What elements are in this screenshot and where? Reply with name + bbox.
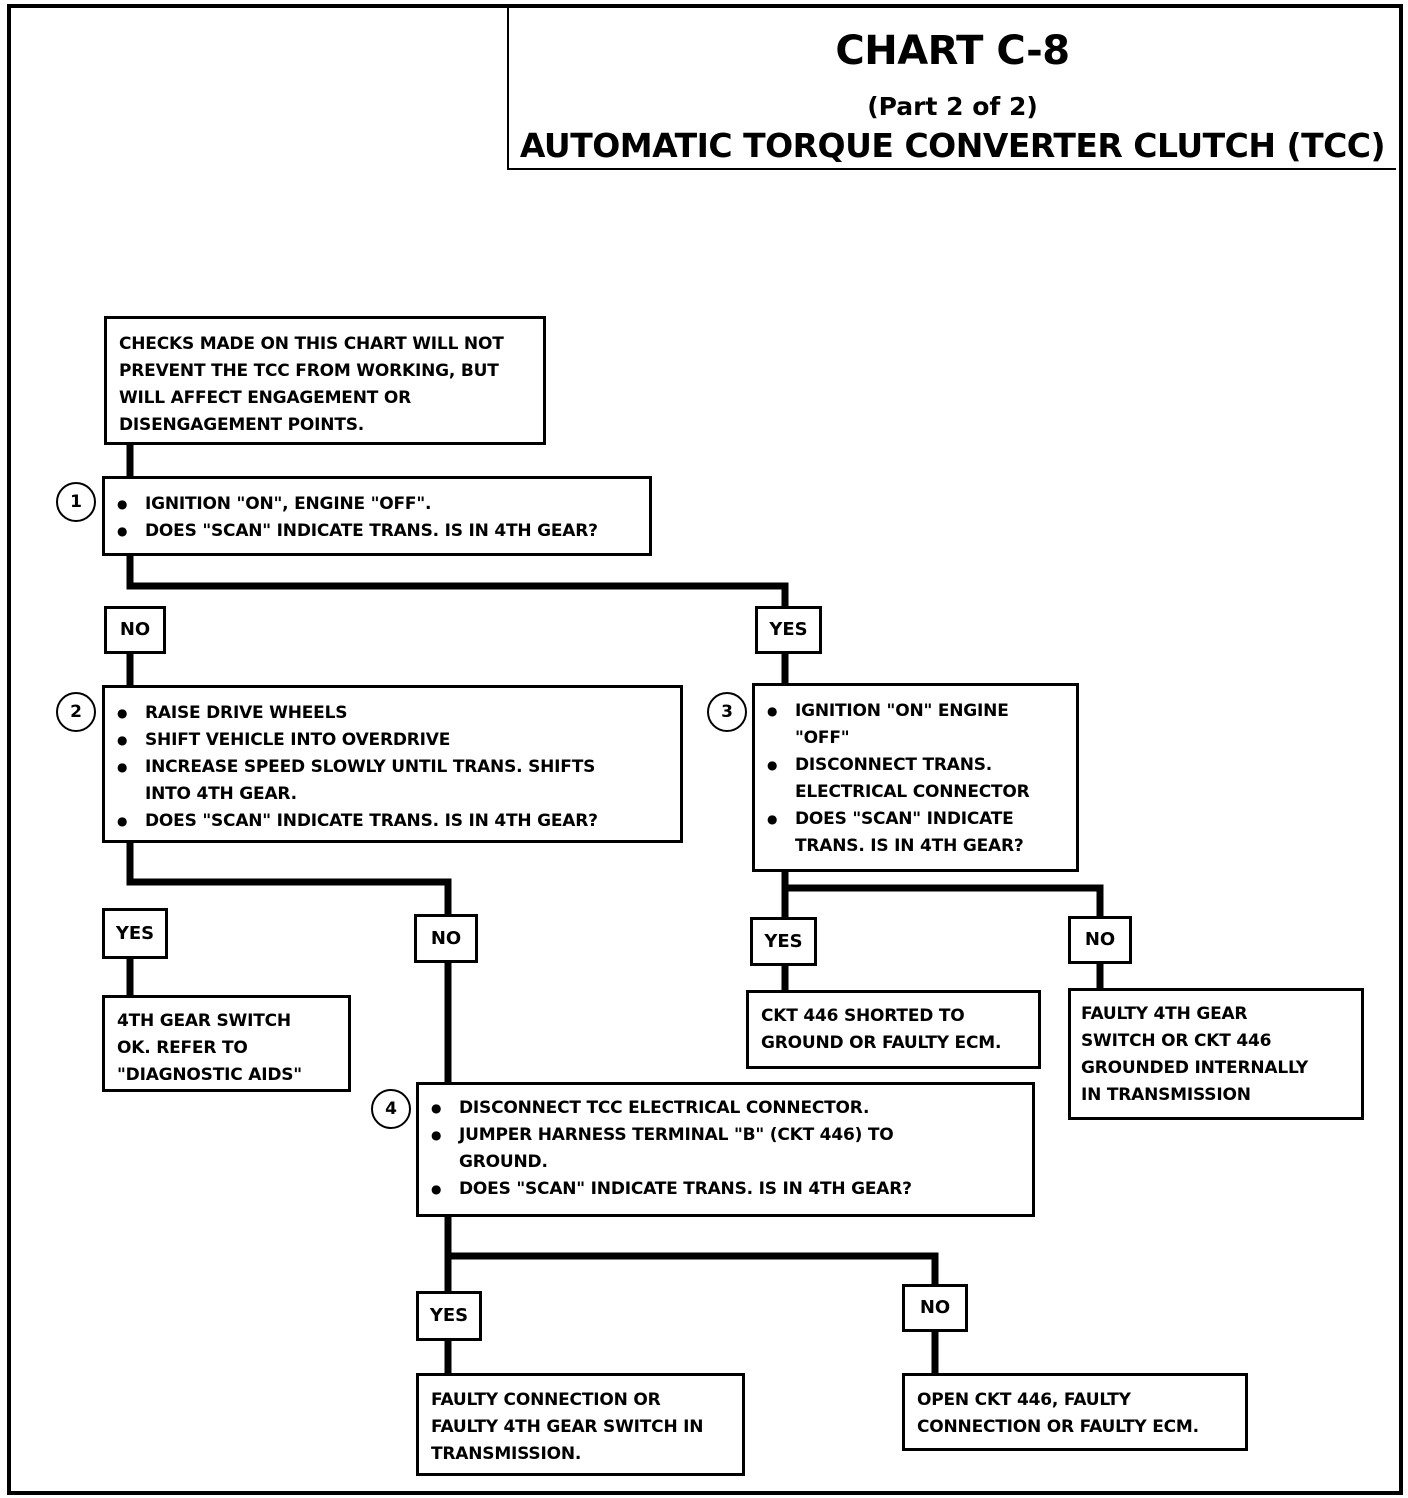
chart-title: CHART C-8 xyxy=(835,28,1070,74)
step-4-bullet: JUMPER HARNESS TERMINAL "B" (CKT 446) TO… xyxy=(427,1122,1026,1176)
title-block: CHART C-8 (Part 2 of 2) AUTOMATIC TORQUE… xyxy=(507,4,1396,170)
result-open-ckt: OPEN CKT 446, FAULTY CONNECTION OR FAULT… xyxy=(902,1373,1248,1451)
result-faulty-connection: FAULTY CONNECTION OR FAULTY 4TH GEAR SWI… xyxy=(416,1373,745,1476)
branch-yes-label: YES xyxy=(416,1291,482,1341)
chart-subtitle: AUTOMATIC TORQUE CONVERTER CLUTCH (TCC) xyxy=(519,126,1386,165)
result-gear-switch-ok: 4TH GEAR SWITCH OK. REFER TO "DIAGNOSTIC… xyxy=(102,995,351,1092)
step-4-bullet: DOES "SCAN" INDICATE TRANS. IS IN 4TH GE… xyxy=(427,1176,1026,1203)
intro-line: PREVENT THE TCC FROM WORKING, BUT xyxy=(119,361,499,381)
intro-box: CHECKS MADE ON THIS CHART WILL NOT PREVE… xyxy=(104,316,546,445)
branch-yes-label: YES xyxy=(750,917,817,966)
connector-step4-split xyxy=(444,1211,939,1290)
step-2-box: RAISE DRIVE WHEELS SHIFT VEHICLE INTO OV… xyxy=(102,685,683,843)
step-2-bullet: INCREASE SPEED SLOWLY UNTIL TRANS. SHIFT… xyxy=(113,754,674,808)
branch-no-label: NO xyxy=(104,606,166,654)
result-faulty-switch: FAULTY 4TH GEAR SWITCH OR CKT 446 GROUND… xyxy=(1068,988,1364,1120)
step-2-bullet: RAISE DRIVE WHEELS xyxy=(113,700,674,727)
step-3-bullet: DISCONNECT TRANS.ELECTRICAL CONNECTOR xyxy=(763,752,1070,806)
step-1-bullet: DOES "SCAN" INDICATE TRANS. IS IN 4TH GE… xyxy=(113,518,643,545)
branch-no-label: NO xyxy=(414,914,478,963)
step-2-bullet: SHIFT VEHICLE INTO OVERDRIVE xyxy=(113,727,674,754)
intro-line: CHECKS MADE ON THIS CHART WILL NOT xyxy=(119,334,504,354)
step-3-marker: 3 xyxy=(707,692,747,732)
step-4-box: DISCONNECT TCC ELECTRICAL CONNECTOR. JUM… xyxy=(416,1082,1035,1217)
step-1-marker: 1 xyxy=(56,482,96,522)
step-1-bullet: IGNITION "ON", ENGINE "OFF". xyxy=(113,491,643,518)
intro-line: WILL AFFECT ENGAGEMENT OR xyxy=(119,388,411,408)
step-3-box: IGNITION "ON" ENGINE"OFF" DISCONNECT TRA… xyxy=(752,683,1079,872)
chart-part: (Part 2 of 2) xyxy=(867,92,1038,121)
branch-yes-label: YES xyxy=(102,908,168,959)
branch-no-label: NO xyxy=(1068,916,1132,964)
connector-step3-split xyxy=(781,867,1104,922)
chart-frame xyxy=(7,4,1403,1495)
result-ckt-shorted: CKT 446 SHORTED TO GROUND OR FAULTY ECM. xyxy=(746,990,1041,1069)
connector-step2-split xyxy=(126,838,452,919)
step-2-marker: 2 xyxy=(56,692,96,732)
step-4-bullet: DISCONNECT TCC ELECTRICAL CONNECTOR. xyxy=(427,1095,1026,1122)
step-4-marker: 4 xyxy=(371,1089,411,1129)
step-3-bullet: IGNITION "ON" ENGINE"OFF" xyxy=(763,698,1070,752)
connector-step1-split xyxy=(126,551,789,610)
step-1-box: IGNITION "ON", ENGINE "OFF". DOES "SCAN"… xyxy=(102,476,652,556)
intro-line: DISENGAGEMENT POINTS. xyxy=(119,415,365,435)
branch-no-label: NO xyxy=(902,1284,968,1332)
branch-yes-label: YES xyxy=(755,606,822,654)
step-2-bullet: DOES "SCAN" INDICATE TRANS. IS IN 4TH GE… xyxy=(113,808,674,835)
